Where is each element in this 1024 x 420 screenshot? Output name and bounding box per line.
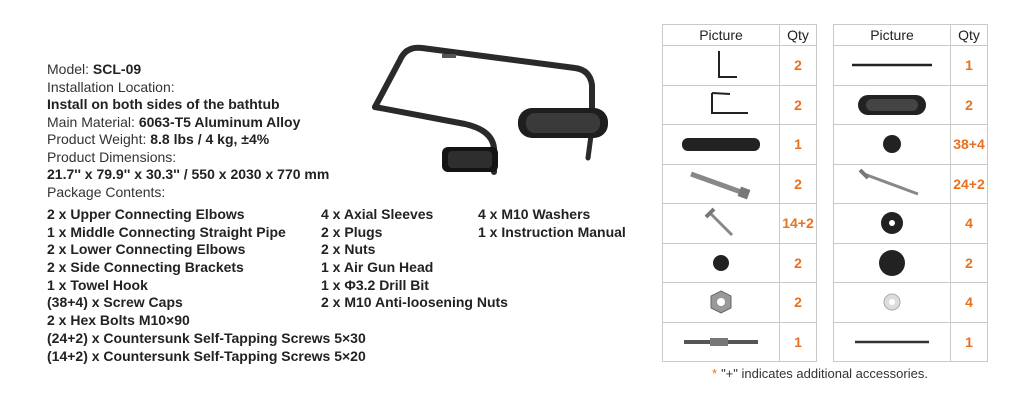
connecting-bracket-icon bbox=[833, 84, 951, 125]
col-header-qty-left: Qty bbox=[779, 24, 817, 46]
col-header-qty-right: Qty bbox=[950, 24, 988, 46]
plug-icon bbox=[833, 242, 951, 283]
table-row: 2 1 bbox=[662, 45, 988, 86]
list-item: 2 x Lower Connecting Elbows bbox=[47, 241, 246, 258]
table-qty: 2 bbox=[779, 282, 817, 323]
hex-bolt-icon bbox=[662, 163, 780, 204]
contents-col-2: 4 x Axial Sleeves 2 x Plugs 2 x Nuts 1 x… bbox=[321, 206, 508, 312]
table-row: 2 2 bbox=[662, 84, 988, 125]
long-hex-key-icon bbox=[662, 45, 780, 86]
package-label: Package Contents: bbox=[47, 183, 166, 200]
table-row: 1 38+4 bbox=[662, 124, 988, 165]
model-value: SCL-09 bbox=[92, 61, 142, 77]
air-gun-head-icon bbox=[662, 321, 780, 362]
table-qty: 2 bbox=[950, 84, 988, 125]
bathtub-rail-product-image bbox=[372, 44, 608, 175]
table-row: 2 2 bbox=[662, 242, 988, 283]
contents-col-3: 4 x M10 Washers 1 x Instruction Manual bbox=[478, 206, 626, 241]
weight-value: 8.8 lbs / 4 kg, ±4% bbox=[150, 131, 270, 147]
table-qty: 1 bbox=[779, 124, 817, 165]
drill-bit-icon bbox=[833, 321, 951, 362]
table-qty: 2 bbox=[779, 163, 817, 204]
dimensions-label: Product Dimensions: bbox=[47, 148, 177, 165]
small-plug-icon bbox=[662, 242, 780, 283]
list-item: 4 x M10 Washers bbox=[478, 206, 591, 222]
list-item: 1 x Air Gun Head bbox=[321, 259, 434, 276]
install-label: Installation Location: bbox=[47, 78, 175, 95]
contents-col-1: 2 x Upper Connecting Elbows 1 x Middle C… bbox=[47, 206, 366, 365]
short-screw-icon bbox=[662, 203, 780, 244]
long-screw-icon bbox=[833, 163, 951, 204]
list-item: 1 x Φ3.2 Drill Bit bbox=[321, 276, 429, 293]
parts-table: Picture Qty Picture Qty 2 1 2 2 1 bbox=[662, 24, 988, 362]
table-gap bbox=[816, 24, 834, 46]
material-value: 6063-T5 Aluminum Alloy bbox=[138, 113, 301, 130]
table-qty: 1 bbox=[950, 45, 988, 86]
footnote-text: "+" indicates additional accessories. bbox=[721, 366, 928, 381]
table-qty: 2 bbox=[779, 45, 817, 86]
table-row: 1 1 bbox=[662, 321, 988, 362]
list-item: (24+2) x Countersunk Self-Tapping Screws… bbox=[47, 329, 366, 346]
table-qty: 1 bbox=[779, 321, 817, 362]
list-item: 2 x Upper Connecting Elbows bbox=[47, 206, 245, 222]
model-row: Model: SCL-09 bbox=[47, 61, 142, 77]
screw-cap-icon bbox=[833, 124, 951, 165]
install-value: Install on both sides of the bathtub bbox=[47, 96, 280, 112]
table-qty: 4 bbox=[950, 282, 988, 323]
list-item: 1 x Instruction Manual bbox=[478, 223, 626, 240]
footnote: *"+" indicates additional accessories. bbox=[712, 366, 928, 381]
col-header-picture-right: Picture bbox=[833, 24, 951, 46]
list-item: 1 x Middle Connecting Straight Pipe bbox=[47, 223, 286, 240]
table-qty: 2 bbox=[779, 84, 817, 125]
axial-sleeve-icon bbox=[833, 203, 951, 244]
col-header-picture-left: Picture bbox=[662, 24, 780, 46]
table-qty: 38+4 bbox=[950, 124, 988, 165]
towel-hook-icon bbox=[662, 124, 780, 165]
list-item: (38+4) x Screw Caps bbox=[47, 294, 183, 311]
table-qty: 14+2 bbox=[779, 203, 817, 244]
list-item: 1 x Towel Hook bbox=[47, 276, 148, 293]
list-item: 2 x Side Connecting Brackets bbox=[47, 259, 244, 276]
dimensions-value: 21.7'' x 79.9'' x 30.3'' / 550 x 2030 x … bbox=[47, 166, 330, 182]
table-qty: 1 bbox=[950, 321, 988, 362]
table-qty: 2 bbox=[779, 242, 817, 283]
hex-nut-icon bbox=[662, 282, 780, 323]
list-item: 2 x Hex Bolts M10×90 bbox=[47, 312, 190, 329]
table-qty: 2 bbox=[950, 242, 988, 283]
weight-row: Product Weight: 8.8 lbs / 4 kg, ±4% bbox=[47, 131, 270, 147]
list-item: (14+2) x Countersunk Self-Tapping Screws… bbox=[47, 347, 366, 364]
table-row: 14+2 4 bbox=[662, 203, 988, 244]
table-row: 2 24+2 bbox=[662, 163, 988, 204]
table-qty: 24+2 bbox=[950, 163, 988, 204]
straight-pipe-icon bbox=[833, 45, 951, 86]
list-item: 2 x M10 Anti-loosening Nuts bbox=[321, 294, 508, 311]
list-item: 2 x Plugs bbox=[321, 223, 383, 240]
material-row: Main Material: 6063-T5 Aluminum Alloy bbox=[47, 113, 301, 130]
list-item: 4 x Axial Sleeves bbox=[321, 206, 434, 222]
table-row: 2 4 bbox=[662, 282, 988, 323]
table-qty: 4 bbox=[950, 203, 988, 244]
list-item: 2 x Nuts bbox=[321, 241, 376, 258]
table-header-row: Picture Qty Picture Qty bbox=[662, 24, 988, 46]
hex-key-icon bbox=[662, 84, 780, 125]
footnote-star: * bbox=[712, 366, 718, 381]
washer-icon bbox=[833, 282, 951, 323]
specs-block: Model: SCL-09 Installation Location: Ins… bbox=[47, 61, 367, 201]
